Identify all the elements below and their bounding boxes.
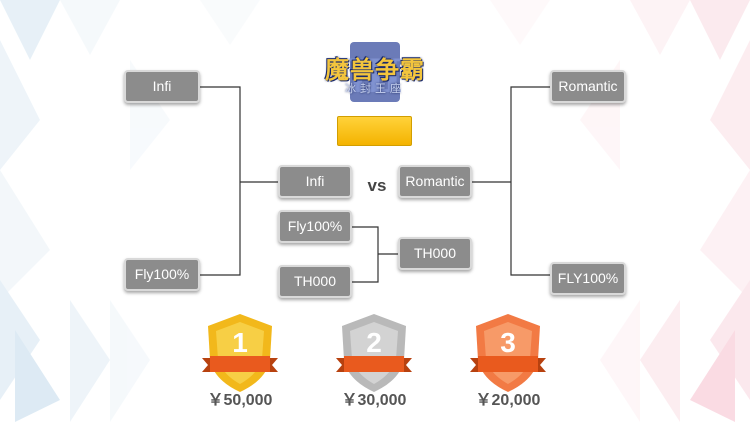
champion-slot[interactable] <box>337 116 412 146</box>
rank-3-label: 3 <box>500 327 516 358</box>
third-place-winner[interactable]: TH000 <box>398 237 472 270</box>
third-place-bottom[interactable]: TH000 <box>278 265 352 298</box>
rank-1-label: 1 <box>232 327 248 358</box>
finalist-left[interactable]: Infi <box>278 165 352 198</box>
silver-medal-icon: 2 <box>336 314 412 392</box>
svg-text:Ⅲ: Ⅲ <box>347 49 403 103</box>
logo-emblem: Ⅲ <box>347 42 403 103</box>
finalist-right[interactable]: Romantic <box>398 165 472 198</box>
prize-third: ￥20,000 <box>475 392 541 409</box>
player-left-top[interactable]: Infi <box>124 70 200 103</box>
rank-2-label: 2 <box>366 327 382 358</box>
prize-first: ￥50,000 <box>207 392 273 409</box>
game-logo: Ⅲ 魔兽争霸 冰封王座 <box>312 40 438 104</box>
player-right-top[interactable]: Romantic <box>550 70 626 103</box>
logo-subtitle: 冰封王座 <box>345 82 405 95</box>
third-place-top[interactable]: Fly100% <box>278 210 352 243</box>
bronze-medal-icon: 3 <box>470 314 546 392</box>
player-left-bottom[interactable]: Fly100% <box>124 258 200 291</box>
logo-title: 魔兽争霸 <box>325 55 425 84</box>
gold-medal-icon: 1 <box>202 314 278 392</box>
prize-second: ￥30,000 <box>341 392 407 409</box>
player-right-bottom[interactable]: FLY100% <box>550 262 626 295</box>
vs-label: vs <box>367 176 387 195</box>
